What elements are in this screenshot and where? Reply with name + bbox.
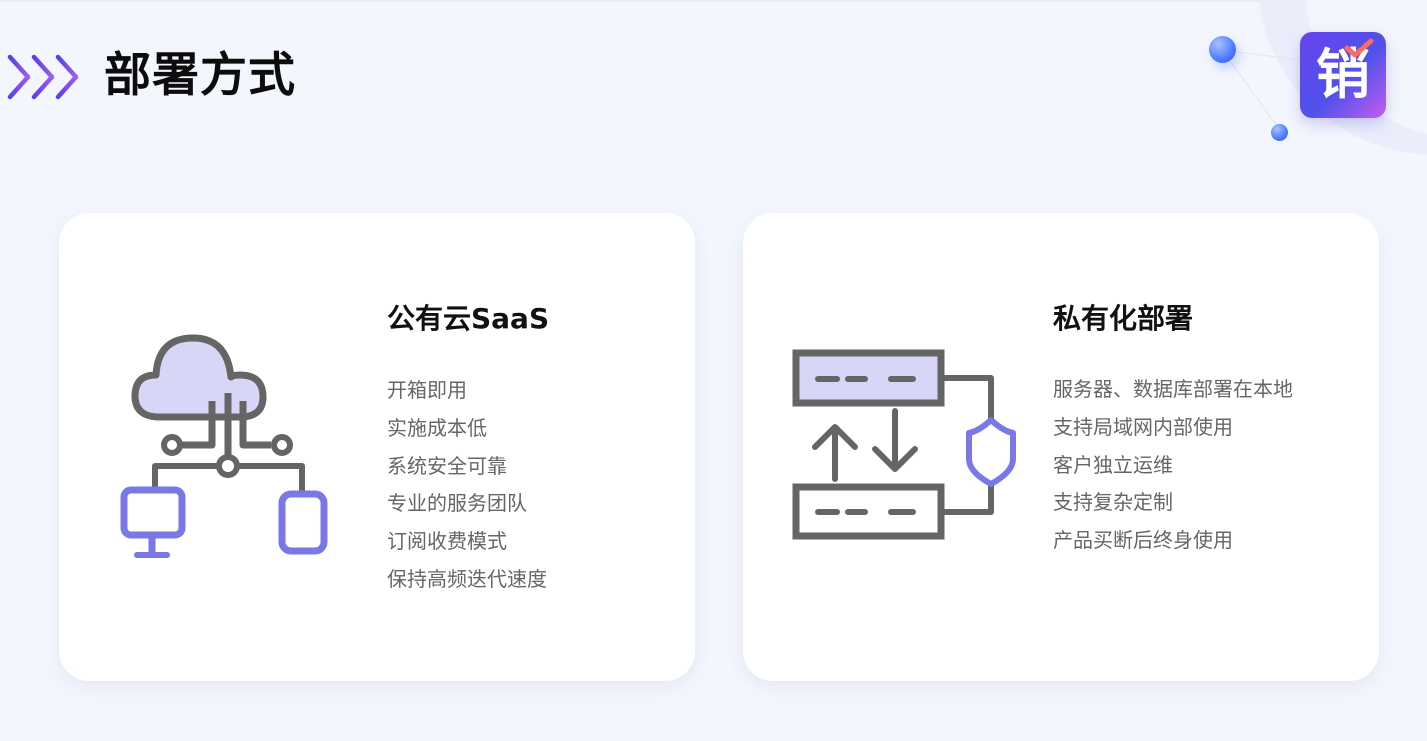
- feature-item: 保持高频迭代速度: [387, 566, 547, 591]
- feature-item: 专业的服务团队: [387, 491, 527, 516]
- checkmark-icon: [1344, 38, 1374, 58]
- brand-logo: 销: [1300, 32, 1386, 118]
- feature-item: 客户独立运维: [1053, 452, 1173, 477]
- card-title-private: 私有化部署: [1053, 302, 1194, 335]
- card-public-cloud-saas: 公有云SaaS 开箱即用 实施成本低 系统安全可靠 专业的服务团队 订阅收费模式…: [59, 213, 695, 681]
- decorative-bubble-small: [1271, 124, 1288, 141]
- chevron-right-icon: [7, 54, 79, 100]
- feature-item: 实施成本低: [387, 415, 487, 440]
- feature-item: 开箱即用: [387, 378, 467, 402]
- brand-logo-text: 销: [1316, 43, 1370, 106]
- top-divider: [0, 0, 1427, 2]
- feature-item: 支持局域网内部使用: [1053, 414, 1233, 439]
- feature-item: 支持复杂定制: [1053, 490, 1173, 515]
- feature-item: 订阅收费模式: [387, 529, 507, 554]
- feature-list-saas: 开箱即用 实施成本低 系统安全可靠 专业的服务团队 订阅收费模式 保持高频迭代速…: [387, 377, 547, 604]
- card-title-saas: 公有云SaaS: [387, 302, 550, 335]
- cloud-network-icon: [120, 334, 328, 558]
- server-shield-icon: [792, 349, 1016, 540]
- feature-item: 系统安全可靠: [387, 453, 507, 478]
- card-private-deployment: 私有化部署 服务器、数据库部署在本地 支持局域网内部使用 客户独立运维 支持复杂…: [743, 213, 1379, 681]
- feature-item: 产品买断后终身使用: [1053, 528, 1233, 553]
- feature-list-private: 服务器、数据库部署在本地 支持局域网内部使用 客户独立运维 支持复杂定制 产品买…: [1053, 376, 1293, 565]
- decorative-bubble-large: [1209, 36, 1236, 63]
- feature-item: 服务器、数据库部署在本地: [1053, 377, 1293, 401]
- page-title: 部署方式: [104, 48, 296, 103]
